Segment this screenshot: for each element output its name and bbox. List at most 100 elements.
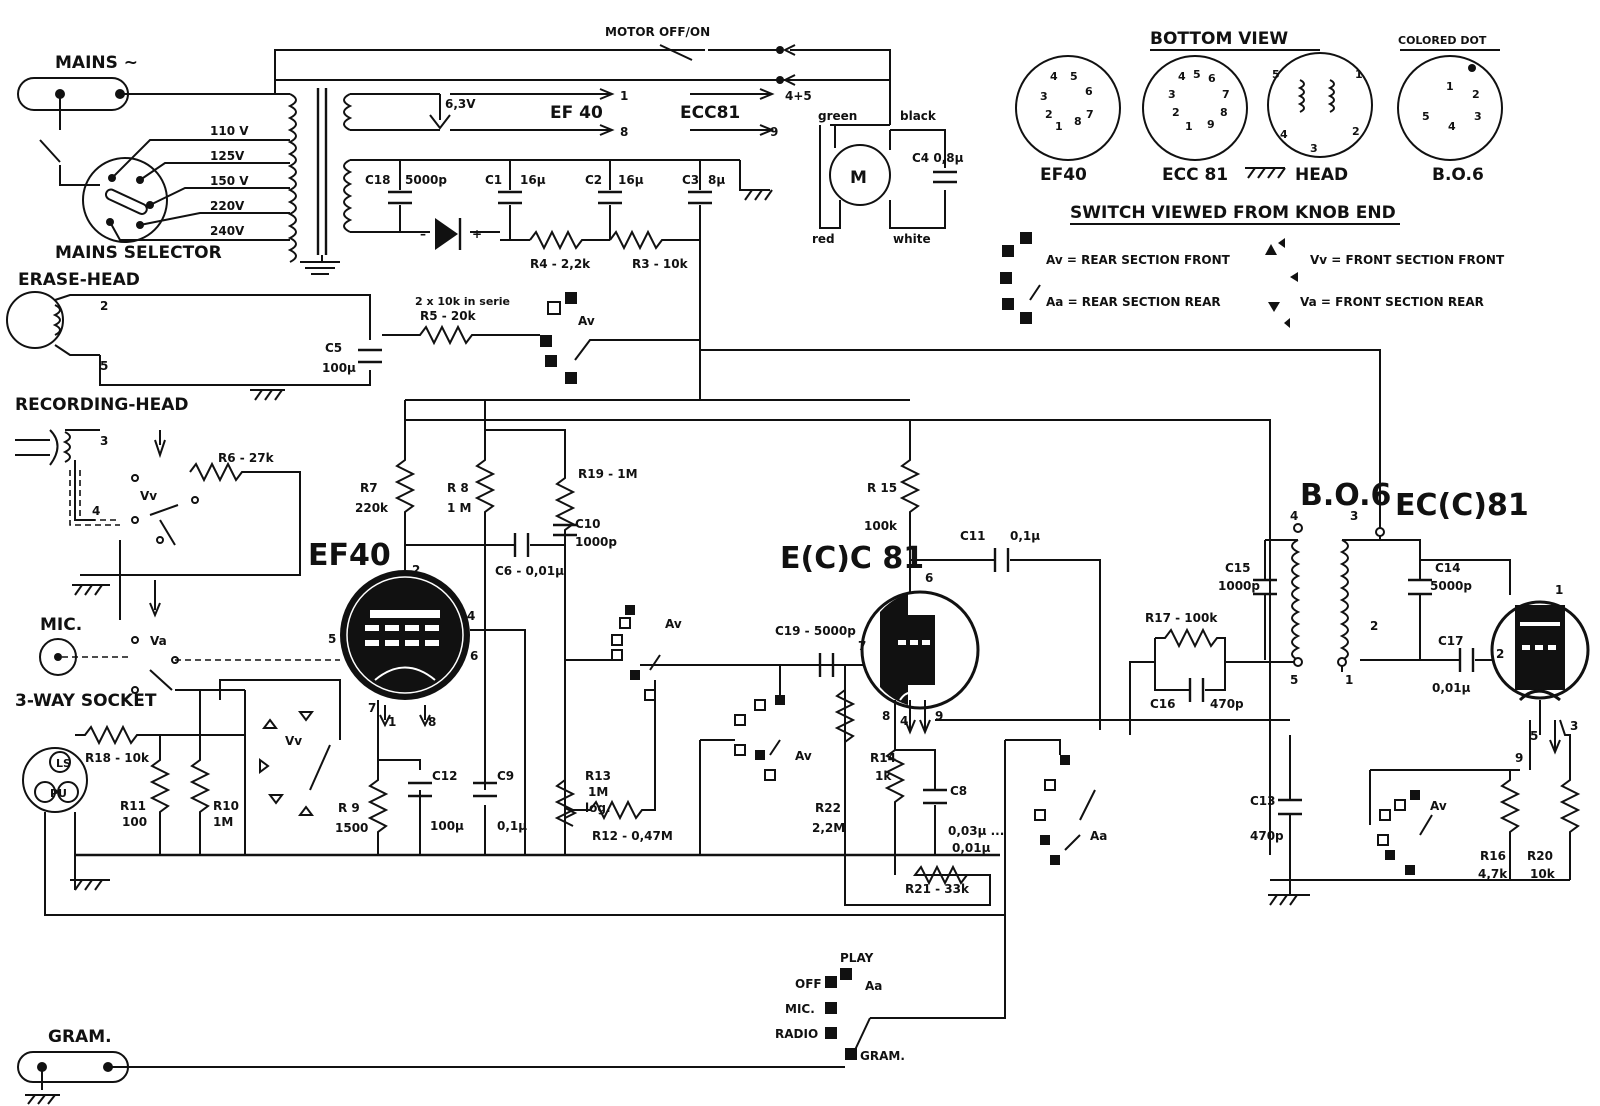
r8-label: R 8 xyxy=(447,481,469,495)
r11-value: 100 xyxy=(122,815,147,829)
pin-ef40-8: 8 xyxy=(1074,115,1082,128)
diode-plus: + xyxy=(472,227,482,241)
bo6-pin-2: 2 xyxy=(1370,619,1378,633)
pin-bo6-1: 1 xyxy=(1446,80,1454,93)
wire-white: white xyxy=(893,232,931,246)
c18-value: 5000p xyxy=(405,173,447,187)
r14-label: R14 xyxy=(870,751,896,765)
c4-label: C4 0,8µ xyxy=(912,151,964,165)
c2-label: C2 xyxy=(585,173,602,187)
va-label: Va xyxy=(150,634,167,648)
bo6-pin-3: 3 xyxy=(1350,509,1358,523)
switch-av-1: Av xyxy=(611,605,840,701)
pin-ef40-2: 2 xyxy=(1045,108,1053,121)
r13-value: 1M xyxy=(588,785,608,799)
pin-ef40-4: 4 xyxy=(1050,70,1058,83)
mode-play-label: PLAY xyxy=(840,951,874,965)
c3-value: 8µ xyxy=(708,173,725,187)
pin-bo6-4: 4 xyxy=(1448,120,1456,133)
c14-label: C14 xyxy=(1435,561,1461,575)
ecc81-2-pin-1: 1 xyxy=(1555,583,1563,597)
bo6-pin-4: 4 xyxy=(1290,509,1298,523)
c8-value-2: 0,01µ xyxy=(952,841,991,855)
legend-aa: Aa = REAR SECTION REAR xyxy=(1046,295,1221,309)
pinout-bo6-label: B.O.6 xyxy=(1432,165,1484,185)
pinout-head xyxy=(1267,52,1373,158)
c5-value: 100µ xyxy=(322,361,356,375)
c16-label: C16 xyxy=(1150,697,1176,711)
r14-value: 1k xyxy=(875,769,892,783)
r7-label: R7 xyxy=(360,481,378,495)
c8-value-1: 0,03µ ... xyxy=(948,824,1004,838)
pin-ef40-6: 6 xyxy=(1085,85,1093,98)
c15-label: C15 xyxy=(1225,561,1251,575)
pin-head-2: 2 xyxy=(1352,125,1360,138)
mode-radio-label: RADIO xyxy=(775,1027,818,1041)
c11-value: 0,1µ xyxy=(1010,529,1040,543)
pin-ecc81-7: 7 xyxy=(1222,88,1230,101)
ef40-pin-7: 7 xyxy=(368,701,376,715)
ecc81-1-pin-6: 6 xyxy=(925,571,933,585)
switch-legend: SWITCH VIEWED FROM KNOB END Av = REAR SE… xyxy=(1000,203,1505,328)
r22-value: 2,2M xyxy=(812,821,845,835)
switch-av-erase: Av xyxy=(540,292,700,384)
ecc81-2-pin-2: 2 xyxy=(1496,647,1504,661)
socket-pu: PU xyxy=(50,787,67,800)
ecc81-1-pin-9: 9 xyxy=(935,709,943,723)
r22-label: R22 xyxy=(815,801,841,815)
c10-label: C10 xyxy=(575,517,601,531)
wire-black: black xyxy=(900,109,937,123)
ef40-pin-8: 8 xyxy=(428,715,436,729)
r10-value: 1M xyxy=(213,815,233,829)
r13-label: R13 xyxy=(585,769,611,783)
switch-vv-1: Vv xyxy=(131,474,199,546)
ecc81-1-pin-4: 4 xyxy=(900,714,908,728)
bo6-title: B.O.6 xyxy=(1300,478,1391,513)
legend-vv: Vv = FRONT SECTION FRONT xyxy=(1310,253,1505,267)
c18-label: C18 xyxy=(365,173,391,187)
ef40-pin-4: 4 xyxy=(467,609,475,623)
tap-125v: 125V xyxy=(210,149,245,163)
c12-value: 100µ xyxy=(430,819,464,833)
mic-label: MIC. xyxy=(40,615,82,635)
bo6-pin-1: 1 xyxy=(1345,673,1353,687)
mains-label: MAINS ~ xyxy=(55,53,138,73)
ecc81-2-pin-5: 5 xyxy=(1530,729,1538,743)
rec-pin-3: 3 xyxy=(100,434,108,448)
erase-head xyxy=(6,291,64,349)
ecc81-2-pin-9: 9 xyxy=(1515,751,1523,765)
pin-bo6-3: 3 xyxy=(1474,110,1482,123)
pin-ecc81-1: 1 xyxy=(1185,120,1193,133)
av-label-1: Av xyxy=(665,617,682,631)
r20-label: R20 xyxy=(1527,849,1553,863)
three-way-socket xyxy=(22,747,88,813)
motor-switch-label: MOTOR OFF/ON xyxy=(605,25,710,39)
ef40-pin-2: 2 xyxy=(412,563,420,577)
ef40-stage: R7 220k R 8 1 M R19 - 1M C10 1000p C6 - … xyxy=(308,360,1271,855)
r6-label: R6 - 27k xyxy=(218,451,275,465)
tap-220v: 220V xyxy=(210,199,245,213)
av-label-2: Av xyxy=(795,749,812,763)
r13-taper: log. xyxy=(585,801,611,815)
ecc81-1-pin-8: 8 xyxy=(882,709,890,723)
pinout-ecc81 xyxy=(1142,55,1248,161)
vv-label-1: Vv xyxy=(140,489,157,503)
bo6-pin-5: 5 xyxy=(1290,673,1298,687)
socket-ls: LS xyxy=(56,757,71,770)
c2-value: 16µ xyxy=(618,173,644,187)
pin-ecc81-2: 2 xyxy=(1172,106,1180,119)
pin-ecc81-3: 3 xyxy=(1168,88,1176,101)
mains-selector-label: MAINS SELECTOR xyxy=(55,243,222,263)
tap-150v: 150 V xyxy=(210,174,249,188)
c14-value: 5000p xyxy=(1430,579,1472,593)
pin-ecc81-4: 4 xyxy=(1178,70,1186,83)
heater-pin-9: 9 xyxy=(770,125,778,139)
motor-symbol: M xyxy=(850,168,867,188)
bottom-view-title: BOTTOM VIEW xyxy=(1150,29,1288,49)
c12-label: C12 xyxy=(432,769,458,783)
switch-vv-2: Vv xyxy=(259,711,331,816)
r12-label: R12 - 0,47M xyxy=(592,829,673,843)
r18-label: R18 - 10k xyxy=(85,751,150,765)
heater-ecc81-label: ECC81 xyxy=(680,103,740,123)
